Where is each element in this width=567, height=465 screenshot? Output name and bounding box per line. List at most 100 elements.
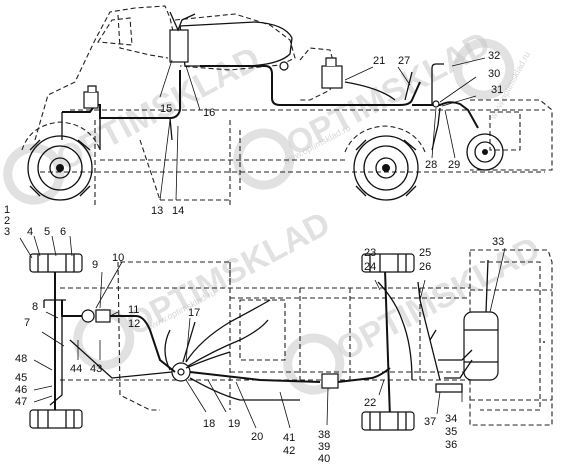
callout-23: 23 bbox=[364, 247, 376, 259]
callout-29: 29 bbox=[448, 159, 460, 171]
pipe-plan-main-long bbox=[189, 367, 391, 383]
brake-pedal-link bbox=[169, 11, 196, 32]
air-tank-plan bbox=[463, 311, 499, 381]
pipe-plan-23 bbox=[377, 281, 413, 381]
fender-front bbox=[21, 121, 101, 151]
callout-31: 31 bbox=[491, 84, 503, 96]
pipe-plan-curves bbox=[185, 299, 300, 401]
pipe-arc-21 bbox=[344, 81, 396, 101]
wheel-rear-left-plan bbox=[361, 253, 415, 273]
leader-lines-plan bbox=[19, 235, 506, 429]
callout-8: 8 bbox=[32, 301, 38, 313]
callout-28: 28 bbox=[425, 159, 437, 171]
spare-wheel-side bbox=[466, 133, 504, 171]
rear-platform bbox=[469, 249, 553, 426]
callout-30: 30 bbox=[488, 68, 500, 80]
watermark-far-right bbox=[453, 38, 515, 100]
callout-16: 16 bbox=[203, 107, 215, 119]
pipe-plan-branch-17 bbox=[164, 321, 196, 371]
rear-bracket bbox=[489, 111, 521, 151]
rear-connector bbox=[444, 359, 473, 379]
main-pipe-long bbox=[200, 65, 421, 106]
valve-plan-11 bbox=[95, 309, 111, 323]
cab-floor bbox=[94, 120, 230, 205]
mid-support bbox=[229, 120, 241, 205]
callout-45: 45 bbox=[15, 372, 27, 384]
tank-band bbox=[464, 329, 498, 363]
callout-6: 6 bbox=[60, 226, 66, 238]
rear-wheel-side bbox=[353, 135, 419, 201]
callout-13: 13 bbox=[151, 205, 163, 217]
body-outline bbox=[174, 13, 296, 71]
callout-22: 22 bbox=[364, 397, 376, 409]
callout-24: 24 bbox=[364, 261, 376, 273]
callout-39: 39 bbox=[318, 441, 330, 453]
callout-25: 25 bbox=[419, 247, 431, 259]
callout-35: 35 bbox=[445, 426, 457, 438]
callout-15: 15 bbox=[160, 103, 172, 115]
pipe-front-lower bbox=[61, 112, 173, 150]
callout-11: 11 bbox=[128, 304, 139, 316]
brake-chamber-core bbox=[177, 368, 185, 376]
pipe-rear-vertical bbox=[431, 63, 444, 104]
cab-roof bbox=[117, 14, 169, 59]
callout-4: 4 bbox=[27, 226, 33, 238]
callout-18: 18 bbox=[203, 418, 215, 430]
callout-46: 46 bbox=[15, 384, 27, 396]
callout-40: 40 bbox=[318, 453, 330, 465]
callout-48: 48 bbox=[15, 353, 27, 365]
callouts: 1 2 3 4 5 6 7 8 9 10 11 12 13 14 15 16 1… bbox=[4, 50, 504, 465]
callout-34: 34 bbox=[445, 413, 457, 425]
front-wheel-side bbox=[27, 135, 93, 201]
pipe-plan-front-lower bbox=[49, 316, 173, 406]
callout-42: 42 bbox=[283, 445, 295, 457]
cab-outline bbox=[34, 5, 176, 141]
side-view bbox=[21, 5, 553, 205]
leader-lines-side bbox=[159, 57, 486, 201]
callout-36: 36 bbox=[445, 439, 457, 451]
rear-body-outline bbox=[299, 47, 336, 101]
pipe-plan-rear-branch bbox=[429, 329, 473, 361]
rear-box bbox=[470, 99, 553, 171]
callout-37: 37 bbox=[424, 416, 436, 428]
callout-26: 26 bbox=[419, 261, 431, 273]
callout-20: 20 bbox=[251, 431, 263, 443]
fitting-30 bbox=[432, 100, 440, 108]
front-axle-bracket bbox=[43, 299, 66, 308]
callout-17: 17 bbox=[188, 307, 200, 319]
callout-41: 41 bbox=[283, 432, 295, 444]
callout-14: 14 bbox=[172, 205, 184, 217]
rear-axle-plan bbox=[384, 269, 391, 419]
callout-2: 2 bbox=[4, 215, 10, 227]
callout-9: 9 bbox=[92, 259, 98, 271]
callout-5: 5 bbox=[44, 226, 50, 238]
mid-box bbox=[239, 299, 286, 361]
pipe-to-rear bbox=[412, 101, 479, 129]
cross-members bbox=[229, 262, 421, 380]
callout-33: 33 bbox=[492, 236, 504, 248]
valve-front bbox=[83, 91, 99, 109]
callout-3: 3 bbox=[4, 226, 10, 238]
brake-valve bbox=[169, 29, 189, 63]
wheel-front-right-plan bbox=[29, 409, 83, 429]
valve-front-top bbox=[87, 85, 97, 92]
callout-19: 19 bbox=[228, 418, 240, 430]
callout-43: 43 bbox=[90, 363, 102, 375]
callout-32: 32 bbox=[488, 50, 500, 62]
callout-44: 44 bbox=[70, 363, 82, 375]
relay-valve-top bbox=[325, 57, 337, 66]
callout-12: 12 bbox=[128, 318, 140, 330]
cab-window bbox=[97, 17, 133, 46]
callout-47: 47 bbox=[15, 396, 27, 408]
wheel-front-left-plan bbox=[29, 253, 83, 273]
valve-plan-37 bbox=[435, 383, 463, 393]
pipe-27 bbox=[404, 71, 413, 101]
valve-plan-10 bbox=[81, 309, 95, 323]
relay-valve bbox=[321, 65, 343, 89]
callout-21: 21 bbox=[373, 55, 385, 67]
wheel-rear-right-plan bbox=[361, 411, 415, 431]
rear-platform-inner bbox=[470, 261, 552, 411]
watermark-mid-right: OPTIMSKLAD bbox=[283, 230, 546, 395]
callout-27: 27 bbox=[398, 55, 410, 67]
